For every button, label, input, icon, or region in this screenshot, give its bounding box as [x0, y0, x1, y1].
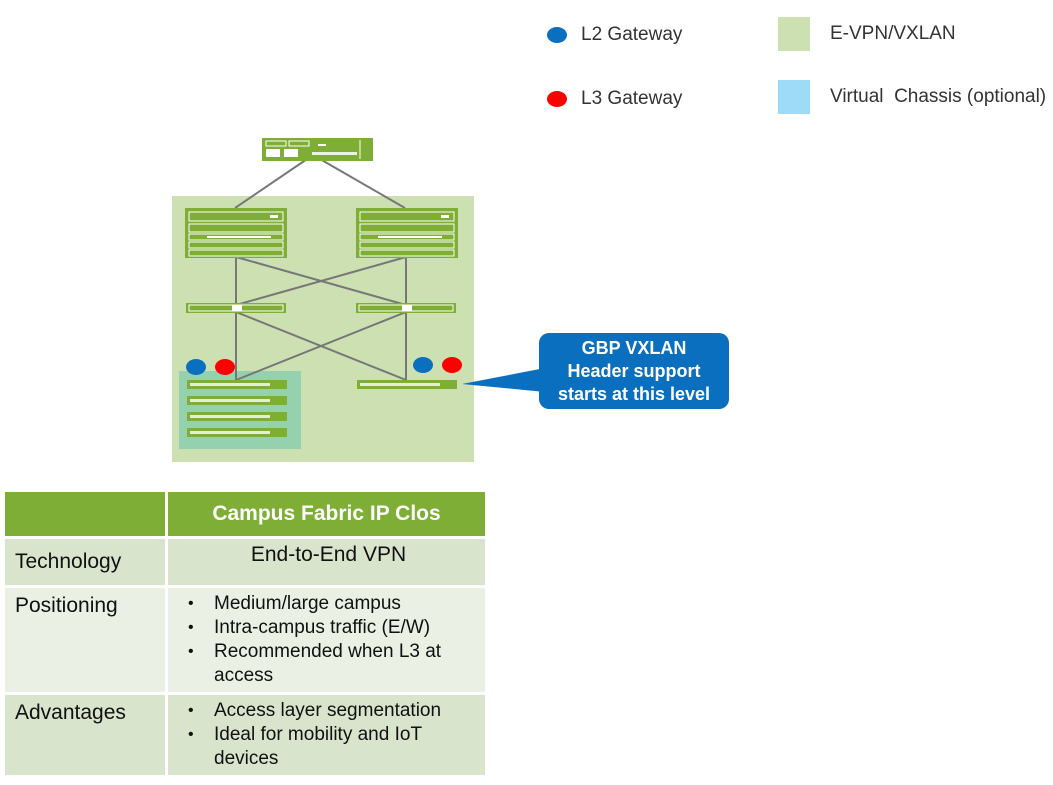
distribution-switch-left-icon	[186, 303, 286, 313]
l3-gateway-left-icon	[215, 359, 235, 375]
legend-label: L2 Gateway	[581, 24, 683, 45]
legend-l3-gateway: L3 Gateway	[547, 88, 682, 110]
access-switch-right-icon	[357, 380, 457, 389]
bullet-item: Access layer segmentation	[188, 699, 477, 723]
bullet-item: Intra-campus traffic (E/W)	[188, 616, 477, 640]
distribution-switch-right-icon	[356, 303, 456, 313]
header-corner-cell	[5, 492, 165, 536]
callout-pointer	[462, 368, 545, 392]
link	[235, 311, 407, 381]
core-router-icon	[262, 138, 373, 161]
access-switch	[187, 380, 287, 389]
access-switch	[187, 396, 287, 405]
table-row: Technology End-to-End VPN	[5, 539, 485, 585]
l2-gateway-dot-icon	[547, 27, 567, 43]
row-label: Technology	[5, 539, 165, 585]
links	[234, 154, 407, 381]
bullet-item: Recommended when L3 at access	[188, 640, 477, 688]
row-value: End-to-End VPN	[168, 539, 485, 585]
legend-l2-gateway: L2 Gateway	[547, 24, 682, 46]
link	[235, 256, 407, 306]
legend-evpn-vxlan: E-VPN/VXLAN	[778, 17, 956, 51]
row-value: Medium/large campus Intra-campus traffic…	[168, 588, 485, 692]
table-row: Advantages Access layer segmentation Ide…	[5, 695, 485, 775]
legend-label: Virtual Chassis (optional)	[830, 86, 1047, 107]
l3-gateway-dot-icon	[547, 91, 567, 107]
legend-label: L3 Gateway	[581, 88, 683, 109]
comparison-table: Campus Fabric IP Clos Technology End-to-…	[2, 489, 488, 778]
legend-virtual-chassis: Virtual Chassis (optional)	[778, 80, 1046, 114]
bullet-list: Medium/large campus Intra-campus traffic…	[180, 592, 477, 688]
link	[312, 154, 406, 209]
spine-switch-right-icon	[356, 208, 458, 258]
row-value: Access layer segmentation Ideal for mobi…	[168, 695, 485, 775]
bullet-item: Ideal for mobility and IoT devices	[188, 723, 477, 771]
row-label: Positioning	[5, 588, 165, 692]
header-title-cell: Campus Fabric IP Clos	[168, 492, 485, 536]
vc-swatch-icon	[778, 80, 810, 114]
access-switch	[187, 428, 287, 437]
network-topology-diagram	[172, 138, 545, 462]
l2-gateway-right-icon	[413, 357, 433, 373]
l3-gateway-right-icon	[442, 357, 462, 373]
spine-switch-left-icon	[185, 208, 287, 258]
l2-gateway-left-icon	[186, 359, 206, 375]
callout-line: GBP VXLAN	[581, 337, 687, 358]
gbp-vxlan-callout: GBP VXLAN Header support starts at this …	[539, 333, 729, 409]
link	[234, 154, 314, 209]
table-header-row: Campus Fabric IP Clos	[5, 492, 485, 536]
legend-label: E-VPN/VXLAN	[830, 23, 956, 44]
access-switch	[187, 412, 287, 421]
row-label: Advantages	[5, 695, 165, 775]
bullet-item: Medium/large campus	[188, 592, 477, 616]
table-row: Positioning Medium/large campus Intra-ca…	[5, 588, 485, 692]
callout-line: starts at this level	[557, 383, 711, 404]
evpn-swatch-icon	[778, 17, 810, 51]
access-switch-stack-icon	[187, 380, 287, 437]
callout-line: Header support	[567, 360, 701, 381]
bullet-list: Access layer segmentation Ideal for mobi…	[180, 699, 477, 771]
